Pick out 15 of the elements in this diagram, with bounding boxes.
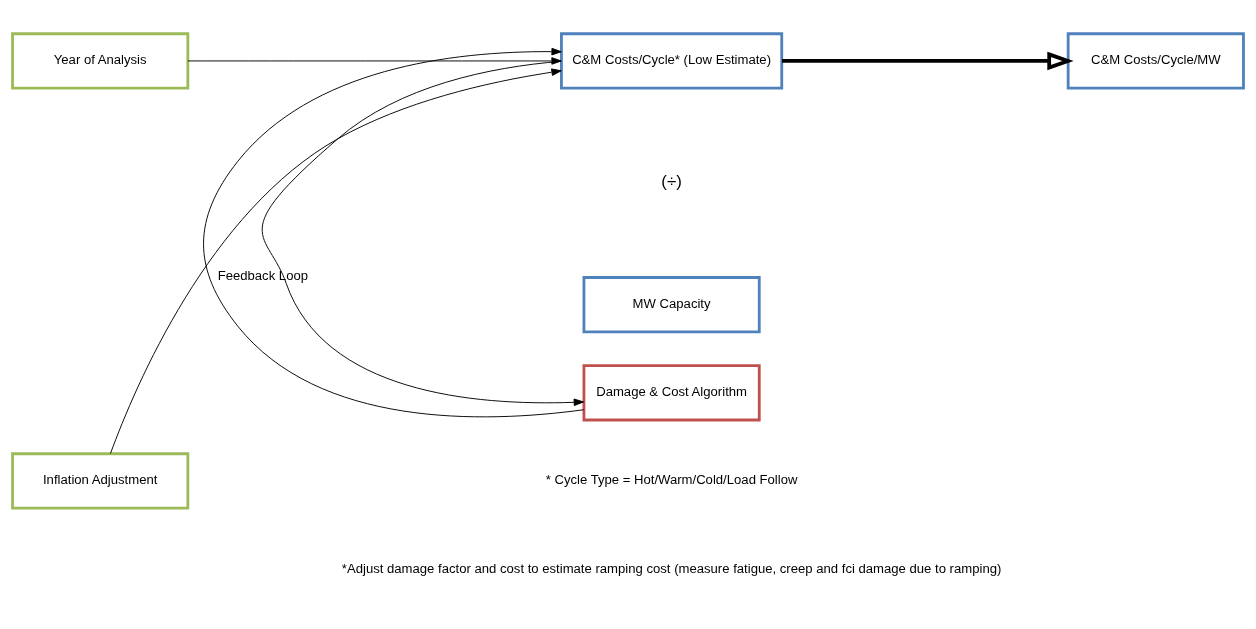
arrow xyxy=(203,47,585,417)
arrow xyxy=(782,51,1074,70)
label: *Adjust damage factor and cost to estimate ramping cost (measure fatigue, creep and fci damage due to ramping) xyxy=(341,560,1002,576)
node-box: Inflation Adjustment xyxy=(11,451,190,510)
label: (÷) xyxy=(661,171,682,191)
node-box: C&M Costs/Cycle* (Low Estimate) xyxy=(560,31,784,90)
node-box: Year of Analysis xyxy=(11,31,190,90)
node-box: Damage & Cost Algorithm xyxy=(582,363,761,421)
node-box: C&M Costs/Cycle/MW xyxy=(1066,31,1245,90)
label: * Cycle Type = Hot/Warm/Cold/Load Follow xyxy=(545,471,798,487)
arrow xyxy=(110,67,562,454)
arrow xyxy=(187,56,562,65)
node-box: MW Capacity xyxy=(582,275,761,333)
edge-label: Feedback Loop xyxy=(217,267,309,283)
arrow xyxy=(261,60,584,406)
